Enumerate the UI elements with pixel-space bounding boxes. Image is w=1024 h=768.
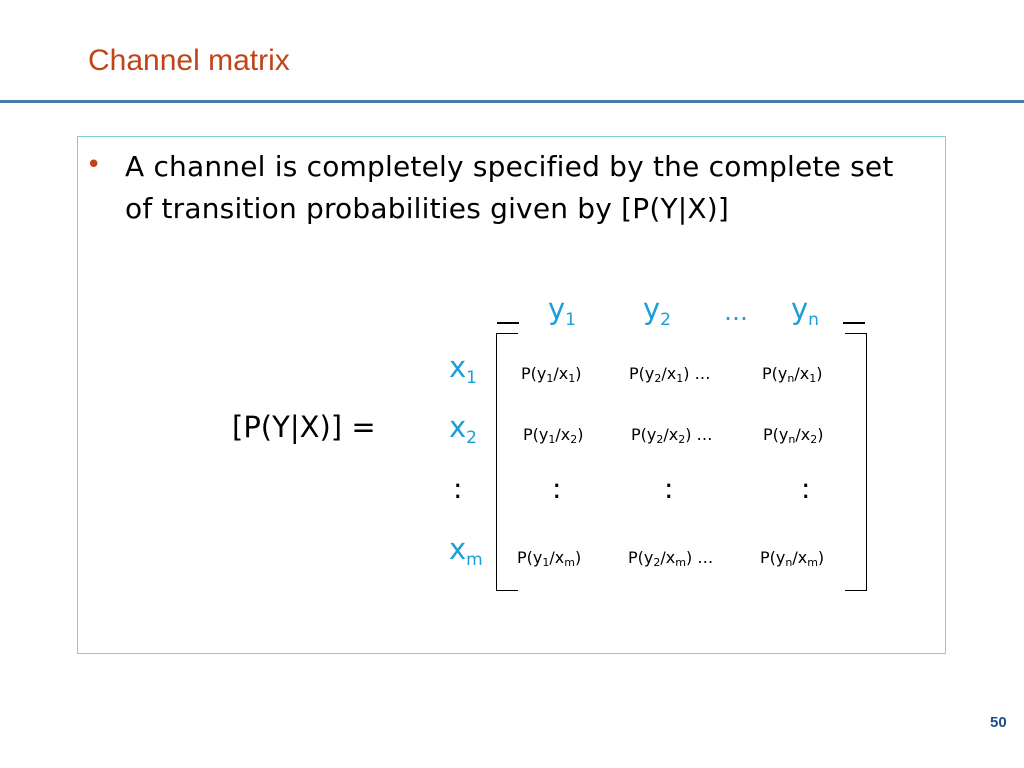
row-header-colon: : — [453, 472, 463, 505]
matrix-cell: P(yn/x1) — [762, 364, 823, 385]
matrix-cell: P(y1/x2) — [523, 425, 584, 446]
matrix-cell: P(yn/xm) — [760, 548, 825, 569]
matrix-cell: : — [552, 472, 562, 505]
slide-title: Channel matrix — [88, 44, 290, 77]
row-header-xm: xm — [449, 532, 483, 570]
bullet-marker: • — [86, 150, 102, 180]
matrix-cell: P(y2/xm) … — [628, 548, 714, 569]
matrix-cell: P(y1/xm) — [517, 548, 582, 569]
col-header-y1: y1 — [548, 292, 576, 330]
matrix-cell: P(y2/x1) … — [629, 364, 711, 385]
bracket-right-top-cap — [843, 322, 865, 324]
col-header-y2: y2 — [643, 292, 671, 330]
bullet-text: A channel is completely specified by the… — [125, 150, 894, 225]
page-number: 50 — [990, 714, 1007, 731]
matrix-lhs: [P(Y|X)] = — [232, 410, 376, 444]
content-box — [77, 136, 946, 654]
col-header-yn: yn — [791, 292, 819, 330]
title-divider — [0, 100, 1024, 103]
col-header-ellipsis: … — [724, 298, 748, 326]
matrix-cell: : — [801, 472, 811, 505]
matrix-cell: P(yn/x2) — [763, 425, 824, 446]
matrix-bracket-right — [845, 333, 867, 591]
matrix-cell: P(y2/x2) … — [631, 425, 713, 446]
bracket-left-top-cap — [497, 322, 519, 324]
matrix-cell: : — [664, 472, 674, 505]
row-header-x1: x1 — [449, 350, 477, 388]
matrix-bracket-left — [496, 333, 518, 591]
row-header-x2: x2 — [449, 410, 477, 448]
matrix-cell: P(y1/x1) — [521, 364, 582, 385]
